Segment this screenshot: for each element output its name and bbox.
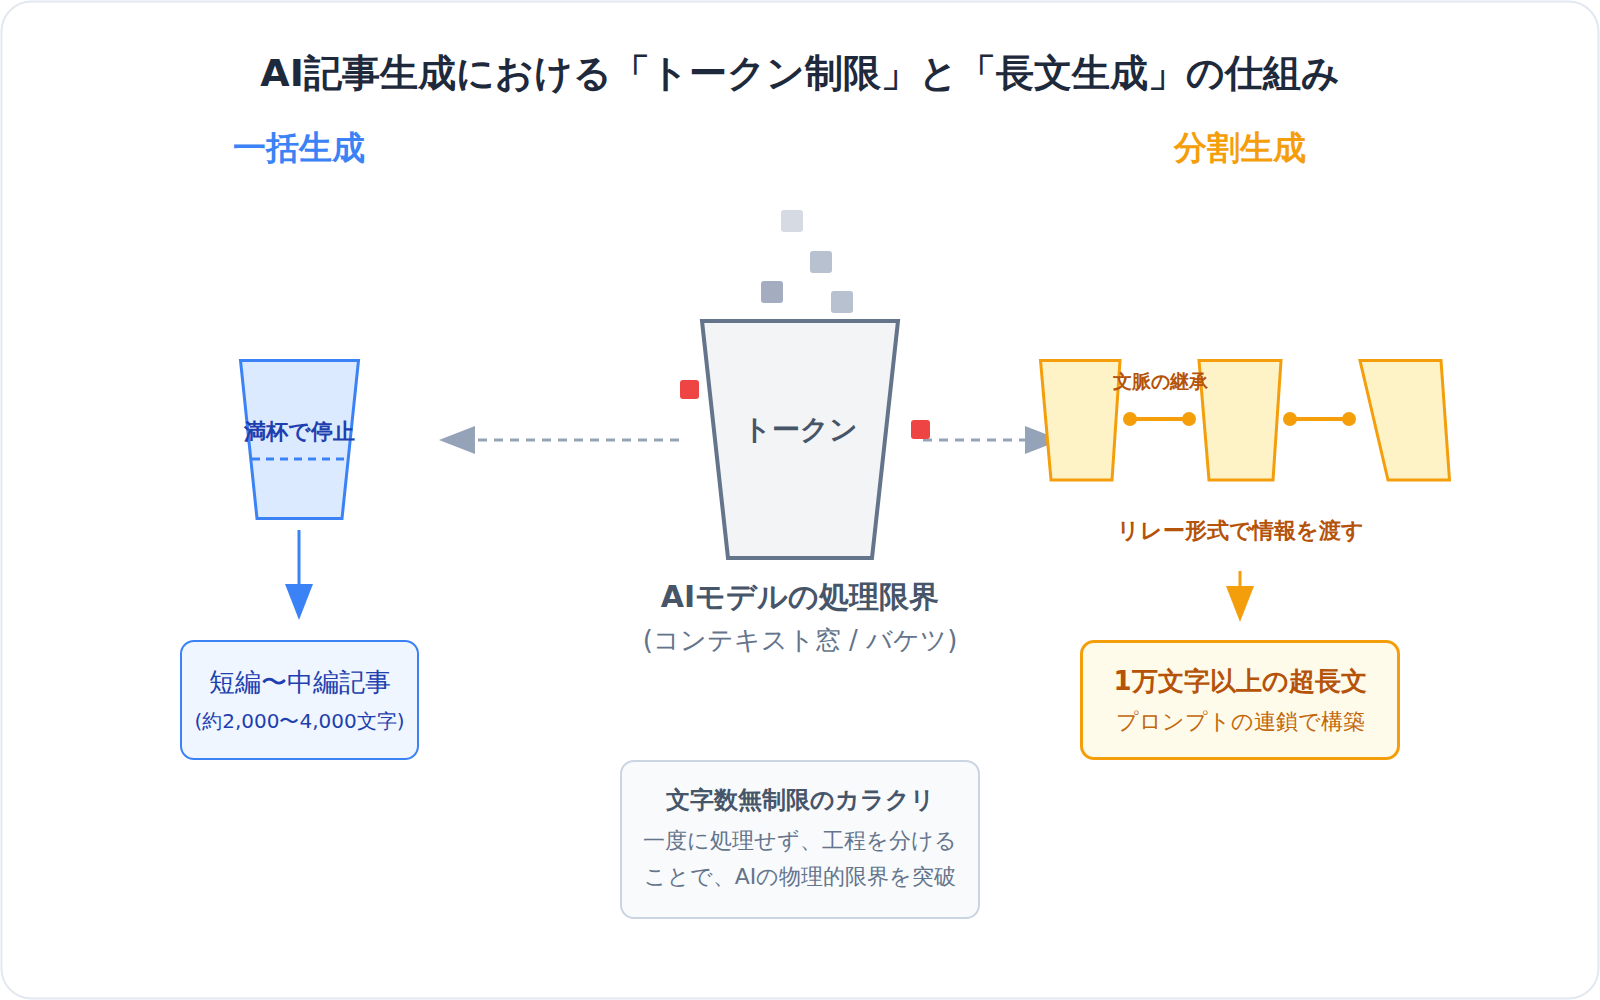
result-box: 短編〜中編記事 (約2,000〜4,000文字) (180, 640, 419, 760)
section-heading: 一括生成 (149, 126, 449, 171)
node-text: 一度に処理せず、工程を分ける ことで、AIの物理的限界を突破 (638, 823, 963, 893)
node-text: 短編〜中編記事 (209, 666, 391, 699)
node-text: 満杯で停止 (100, 418, 500, 446)
arrow-connector (459, 439, 679, 442)
note-box: 文字数無制限のカラクリ一度に処理せず、工程を分ける ことで、AIの物理的限界を突… (620, 760, 980, 919)
bucket-shape: トークンAIモデルの処理限界(コンテキスト窓 / バケツ) (700, 319, 900, 560)
node-text: 文字数無制限のカラクリ (666, 785, 935, 815)
token-square (831, 291, 853, 313)
overflow-token (680, 380, 699, 399)
arrow-connector (1239, 571, 1242, 602)
result-box: 1万文字以上の超長文プロンプトの連鎖で構築 (1080, 640, 1400, 760)
fill-level-line (252, 458, 350, 461)
node-text: プロンプトの連鎖で構築 (1116, 708, 1365, 736)
node-text: (約2,000〜4,000文字) (194, 709, 404, 734)
arrow-connector (923, 439, 1041, 442)
token-square (781, 210, 803, 232)
node-text: (コンテキスト窓 / バケツ) (600, 624, 1000, 657)
relay-cup (1199, 361, 1281, 481)
relay-dot (1283, 412, 1297, 426)
cup-shape: 満杯で停止 (239, 359, 360, 520)
title: AI記事生成における「トークン制限」と「長文生成」の仕組み (0, 48, 1600, 99)
relay-link (1130, 417, 1189, 421)
relay-link (1290, 417, 1349, 421)
node-text: 文脈の継承 (960, 370, 1360, 394)
relay-group: 文脈の継承リレー形式で情報を渡す (1039, 359, 1451, 565)
relay-cup (1360, 361, 1450, 481)
relay-dot (1342, 412, 1356, 426)
relay-dot (1123, 412, 1137, 426)
section-heading: 分割生成 (1090, 126, 1390, 171)
relay-dot (1182, 412, 1196, 426)
relay-cup (1041, 361, 1121, 481)
overflow-token (911, 420, 930, 439)
token-square (761, 281, 783, 303)
node-text: リレー形式で情報を渡す (1040, 517, 1440, 545)
node-text: AIモデルの処理限界 (600, 578, 1000, 616)
arrow-connector (298, 530, 301, 600)
token-square (810, 251, 832, 273)
node-text: 1万文字以上の超長文 (1113, 665, 1366, 698)
node-text: トークン (600, 412, 1000, 447)
